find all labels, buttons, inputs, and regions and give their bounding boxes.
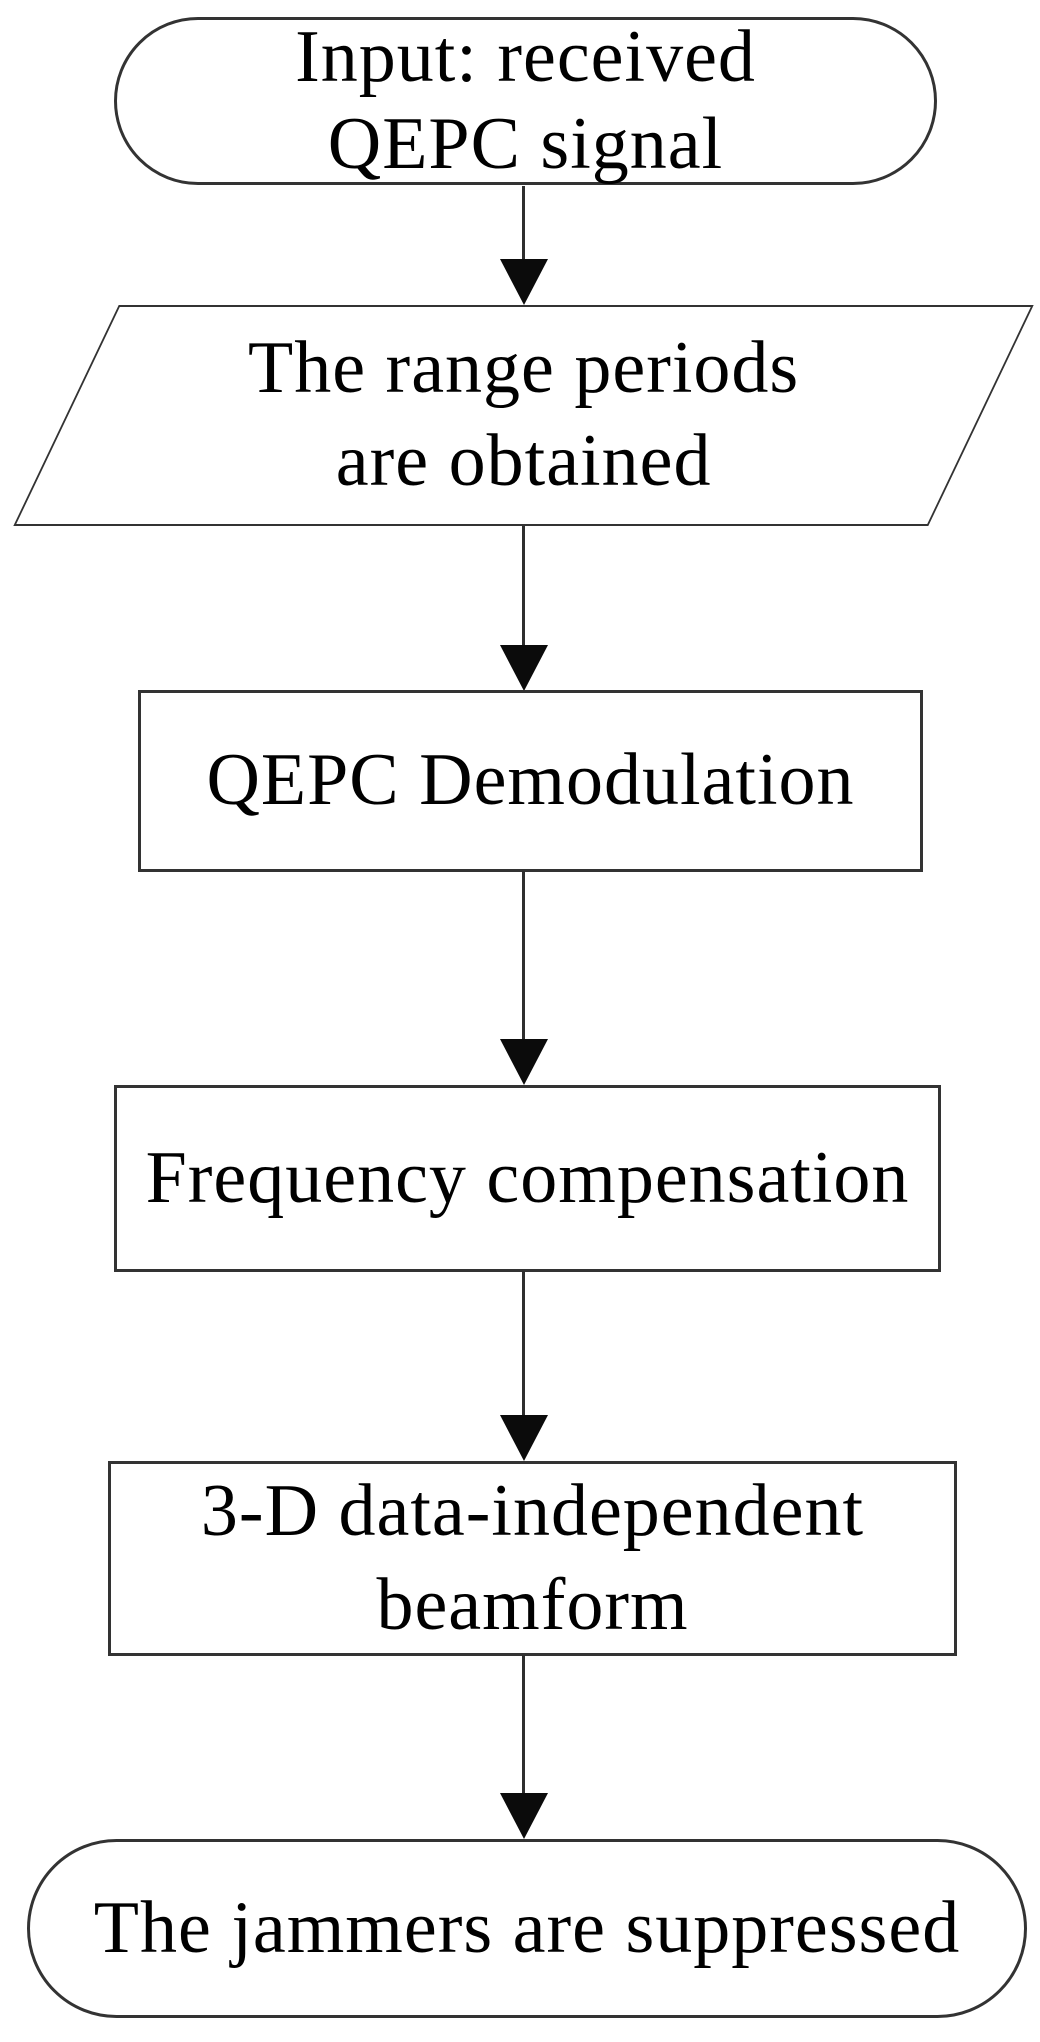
node-text-line: beamform — [376, 1563, 689, 1646]
node-text-line: Frequency compensation — [145, 1136, 910, 1219]
node-text-line: Input: received — [295, 15, 756, 98]
arrow-down-icon — [500, 1039, 548, 1085]
arrow-down-icon — [500, 1415, 548, 1461]
arrow-shaft — [522, 871, 525, 1041]
arrow-shaft — [522, 526, 525, 647]
arrow-down-icon — [500, 645, 548, 691]
flow-node-range-periods-parallelogram: The range periods are obtained — [13, 305, 1034, 526]
flow-node-beamform: 3-D data-independent beamform — [108, 1461, 957, 1656]
node-text-line: The range periods — [247, 327, 800, 410]
node-text-line: QEPC Demodulation — [206, 739, 855, 822]
node-text-line: are obtained — [335, 420, 712, 503]
arrow-shaft — [522, 1271, 525, 1417]
node-text-line: QEPC signal — [327, 103, 724, 185]
flow-node-jammers-suppressed-terminator: The jammers are suppressed — [27, 1839, 1027, 2018]
arrow-down-icon — [500, 259, 548, 305]
flow-node-input-terminator: Input: received QEPC signal — [114, 15, 937, 185]
node-text-block: The range periods are obtained — [68, 322, 979, 508]
node-text-line: The jammers are suppressed — [93, 1886, 961, 1969]
arrow-down-icon — [500, 1793, 548, 1839]
flow-node-qepc-demodulation: QEPC Demodulation — [138, 690, 923, 872]
arrow-shaft — [522, 186, 525, 261]
arrow-shaft — [522, 1655, 525, 1795]
flow-node-frequency-compensation: Frequency compensation — [114, 1085, 941, 1272]
node-text-line: 3-D data-independent — [200, 1470, 865, 1553]
